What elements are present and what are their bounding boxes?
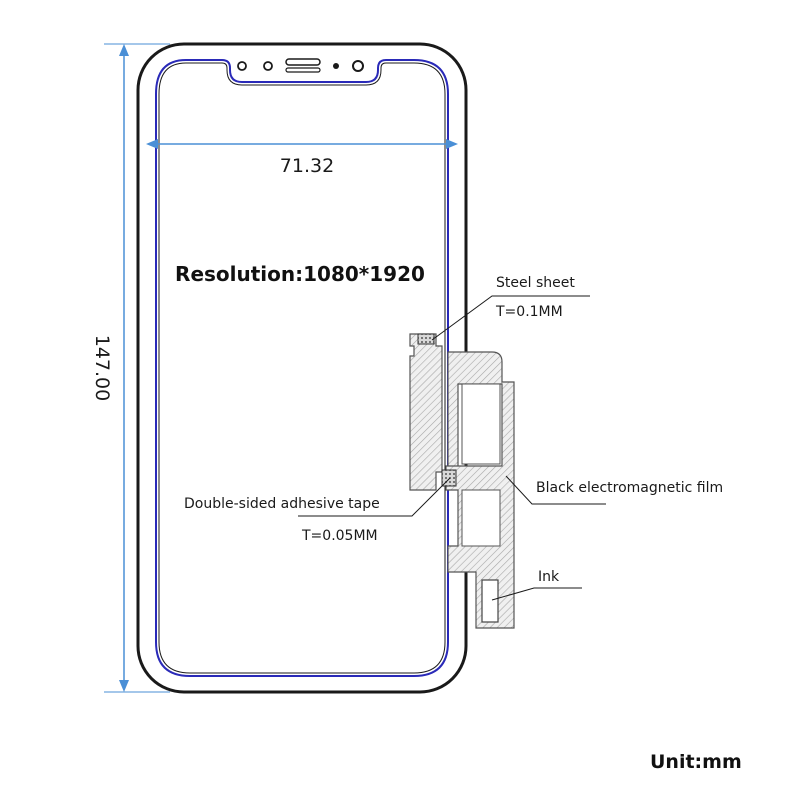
- steel-sheet-thickness: T=0.1MM: [495, 304, 563, 320]
- film-window: [461, 383, 501, 465]
- steel-sheet-leader: [431, 295, 590, 341]
- ink-title: Ink: [538, 569, 560, 585]
- ink-patch: [481, 579, 499, 623]
- width-dimension: 71.32: [146, 139, 458, 177]
- sensor-dot-icon: [263, 61, 273, 71]
- film-leader: [505, 475, 606, 505]
- steel-sheet-tab: [417, 333, 435, 345]
- steel-sheet-title: Steel sheet: [496, 275, 575, 291]
- adhesive-tape-leader: [298, 477, 451, 517]
- screen-edge: [155, 59, 449, 677]
- notch-sensors: [237, 58, 364, 73]
- electromagnetic-film-title: Black electromagnetic film: [536, 480, 723, 496]
- width-value: 71.32: [280, 155, 334, 177]
- steel-sheet-shape: [409, 333, 443, 491]
- sensor-dot-icon: [237, 61, 247, 71]
- earpiece-speaker-icon: [285, 58, 321, 66]
- film-window: [461, 489, 501, 547]
- adhesive-tape-thickness: T=0.05MM: [301, 528, 378, 544]
- height-value: 147.00: [91, 335, 113, 401]
- adhesive-tape-title: Double-sided adhesive tape: [184, 496, 380, 512]
- callout-leaders: [298, 295, 606, 601]
- arrow-left-icon: [146, 139, 158, 149]
- earpiece-grille-icon: [285, 67, 321, 73]
- arrow-right-icon: [446, 139, 458, 149]
- sensor-dot-icon: [333, 63, 339, 69]
- camera-lens-icon: [352, 60, 364, 72]
- arrow-down-icon: [119, 680, 129, 692]
- arrow-up-icon: [119, 44, 129, 56]
- ink-leader: [491, 587, 582, 601]
- resolution-label: Resolution:1080*1920: [175, 262, 425, 286]
- height-dimension: 147.00: [91, 43, 170, 693]
- flex-cable-diagram: [409, 333, 515, 629]
- unit-label: Unit:mm: [650, 751, 742, 773]
- screen-inner-edge: [158, 62, 446, 674]
